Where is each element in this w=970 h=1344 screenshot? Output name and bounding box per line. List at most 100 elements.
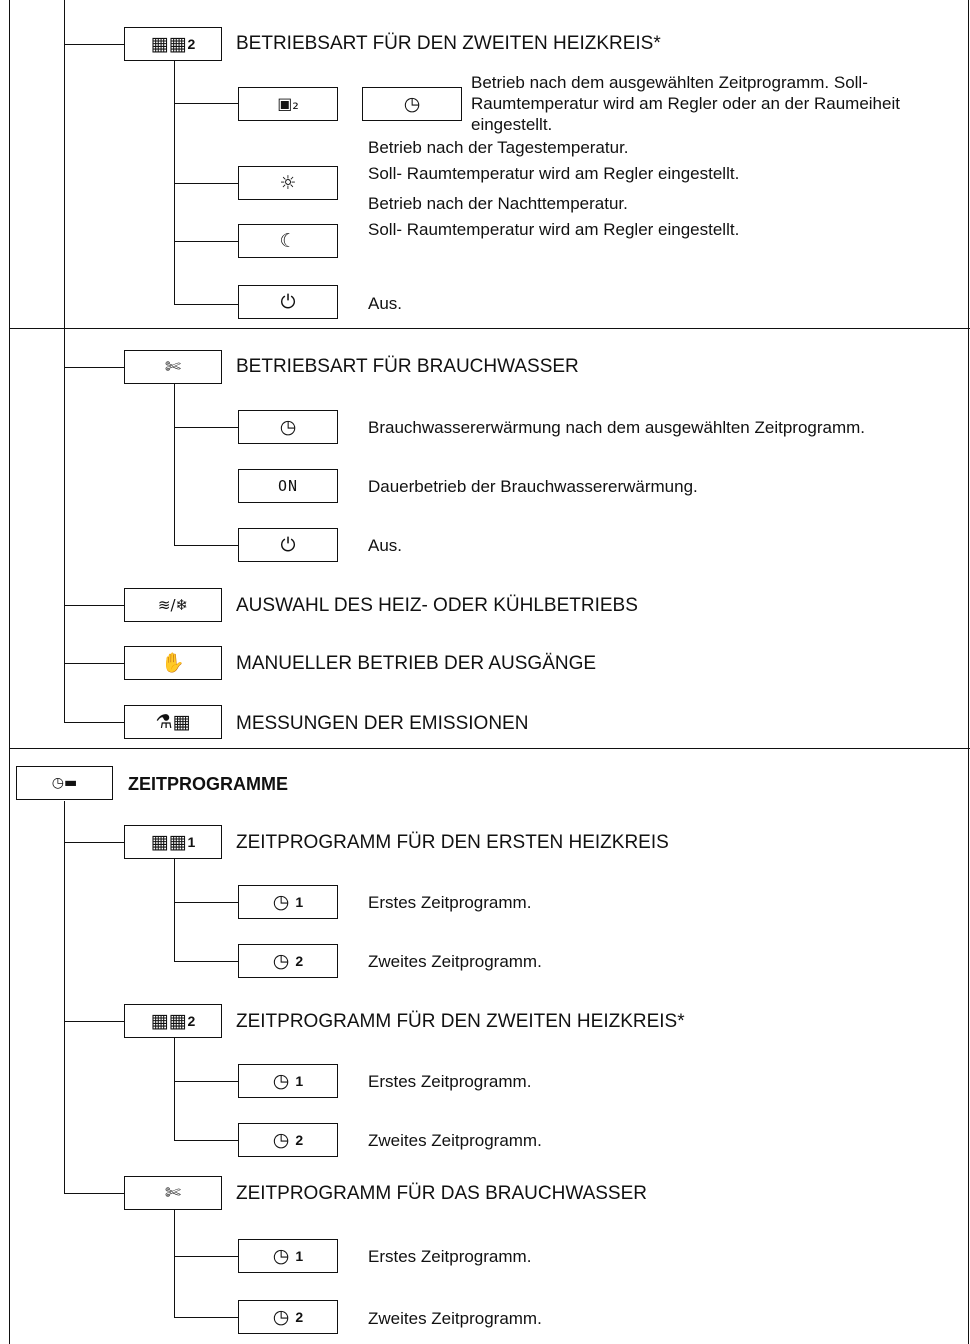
program-2-button[interactable]: ◷2 xyxy=(238,944,338,978)
tap-button[interactable]: ✄ xyxy=(124,1176,222,1210)
section-title: BETRIEBSART FÜR BRAUCHWASSER xyxy=(236,356,579,377)
item-description: eingestellt. xyxy=(471,115,553,134)
tree-subtrunk xyxy=(174,384,176,545)
item-description: Brauchwassererwärmung nach dem ausgewähl… xyxy=(368,418,866,437)
clock-button[interactable]: ◷ xyxy=(238,410,338,444)
tree-trunk-main xyxy=(64,0,66,722)
tree-subtrunk xyxy=(174,1038,176,1140)
item-description: Erstes Zeitprogramm. xyxy=(368,1247,532,1266)
radiator-2-button[interactable]: ▦▦2 xyxy=(124,1004,222,1038)
item-description: Dauerbetrieb der Brauchwassererwärmung. xyxy=(368,477,698,496)
room-unit-button[interactable]: ▣₂ xyxy=(238,87,338,121)
chimney-sweep-icon: ⚗▦ xyxy=(155,710,191,733)
tree-branch xyxy=(174,961,238,963)
section-title: MANUELLER BETRIEB DER AUSGÄNGE xyxy=(236,653,597,674)
tree-branch xyxy=(174,241,238,243)
tree-branch xyxy=(64,663,124,665)
group-title: ZEITPROGRAMM FÜR DEN ERSTEN HEIZKREIS xyxy=(236,832,669,853)
tree-subtrunk xyxy=(174,1210,176,1317)
tap-icon: ✄ xyxy=(165,1181,181,1204)
item-description: Betrieb nach dem ausgewählten Zeitprogra… xyxy=(471,73,868,92)
program-2-button[interactable]: ◷2 xyxy=(238,1300,338,1334)
tree-branch xyxy=(174,183,238,185)
section-separator xyxy=(9,748,970,750)
item-description: Betrieb nach der Tagestemperatur. xyxy=(368,138,629,157)
radiator-icon: ▦▦ xyxy=(150,1009,187,1032)
clock-icon: ◷ xyxy=(279,415,297,438)
moon-icon: ☾ xyxy=(279,229,297,252)
tree-branch xyxy=(174,545,238,547)
on-button[interactable]: ON xyxy=(238,469,338,503)
frame-left-border xyxy=(9,0,11,1344)
item-description: Soll- Raumtemperatur wird am Regler eing… xyxy=(368,220,740,239)
section-separator xyxy=(9,328,970,330)
program-2-button[interactable]: ◷2 xyxy=(238,1123,338,1157)
item-description: Soll- Raumtemperatur wird am Regler eing… xyxy=(368,164,740,183)
tree-trunk-zeitprogramme xyxy=(64,801,66,1193)
radiator-icon: ▦▦ xyxy=(150,32,187,55)
item-description: Aus. xyxy=(368,294,403,313)
zeitprogramme-button[interactable]: ◷▬ xyxy=(16,766,113,800)
tree-branch xyxy=(174,1140,238,1142)
power-icon: ⏻ xyxy=(280,290,296,313)
room-unit-icon: ▣₂ xyxy=(277,94,299,113)
clock-icon: ◷ xyxy=(272,890,290,913)
item-description: Zweites Zeitprogramm. xyxy=(368,1131,542,1150)
heat-cool-button[interactable]: ≋/❄ xyxy=(124,588,222,622)
clock-icon: ◷ xyxy=(403,92,421,115)
tree-branch xyxy=(174,427,238,429)
radiator-icon: ▦▦ xyxy=(150,830,187,853)
tree-branch xyxy=(174,902,238,904)
tap-icon: ✄ xyxy=(165,355,181,378)
item-description: Betrieb nach der Nachttemperatur. xyxy=(368,194,628,213)
on-label: ON xyxy=(277,477,299,495)
tap-button[interactable]: ✄ xyxy=(124,350,222,384)
clock-icon: ◷ xyxy=(272,1069,290,1092)
program-1-button[interactable]: ◷1 xyxy=(238,1239,338,1273)
item-description: Aus. xyxy=(368,536,403,555)
tree-subtrunk xyxy=(174,859,176,961)
clock-icon: ◷ xyxy=(272,1128,290,1151)
clock-icon: ◷ xyxy=(272,1244,290,1267)
item-description: Erstes Zeitprogramm. xyxy=(368,893,532,912)
radiator-1-button[interactable]: ▦▦1 xyxy=(124,825,222,859)
tree-branch xyxy=(64,605,124,607)
heat-cool-icon: ≋/❄ xyxy=(157,595,189,614)
clock-button[interactable]: ◷ xyxy=(362,87,462,121)
clock-program-icon: ◷▬ xyxy=(51,775,78,791)
item-description: Zweites Zeitprogramm. xyxy=(368,952,542,971)
sun-icon: ☼ xyxy=(279,171,297,194)
tree-subtrunk xyxy=(174,61,176,304)
tree-branch xyxy=(64,842,124,844)
section-title: MESSUNGEN DER EMISSIONEN xyxy=(236,713,529,734)
group-title: ZEITPROGRAMM FÜR DEN ZWEITEN HEIZKREIS* xyxy=(236,1011,685,1032)
item-description: Zweites Zeitprogramm. xyxy=(368,1309,542,1328)
off-button[interactable]: ⏻ xyxy=(238,528,338,562)
tree-branch xyxy=(174,103,238,105)
tree-branch xyxy=(64,1021,124,1023)
tree-branch xyxy=(174,1317,238,1319)
tree-branch xyxy=(64,367,124,369)
emissions-button[interactable]: ⚗▦ xyxy=(124,705,222,739)
radiator-2-button[interactable]: ▦▦2 xyxy=(124,27,222,61)
program-1-button[interactable]: ◷1 xyxy=(238,885,338,919)
tree-branch xyxy=(64,722,124,724)
hand-icon: ✋ xyxy=(161,651,185,674)
clock-icon: ◷ xyxy=(272,1305,290,1328)
off-button[interactable]: ⏻ xyxy=(238,285,338,319)
tree-branch xyxy=(174,1256,238,1258)
tree-branch xyxy=(64,1193,124,1195)
item-description: Erstes Zeitprogramm. xyxy=(368,1072,532,1091)
program-1-button[interactable]: ◷1 xyxy=(238,1064,338,1098)
tree-branch xyxy=(64,44,124,46)
tree-branch xyxy=(174,1081,238,1083)
day-mode-button[interactable]: ☼ xyxy=(238,166,338,200)
section-title: ZEITPROGRAMME xyxy=(128,774,288,794)
group-title: ZEITPROGRAMM FÜR DAS BRAUCHWASSER xyxy=(236,1183,647,1204)
item-description: Raumtemperatur wird am Regler oder an de… xyxy=(471,94,900,113)
manual-button[interactable]: ✋ xyxy=(124,646,222,680)
clock-icon: ◷ xyxy=(272,949,290,972)
night-mode-button[interactable]: ☾ xyxy=(238,224,338,258)
power-icon: ⏻ xyxy=(280,533,296,556)
tree-branch xyxy=(174,304,238,306)
